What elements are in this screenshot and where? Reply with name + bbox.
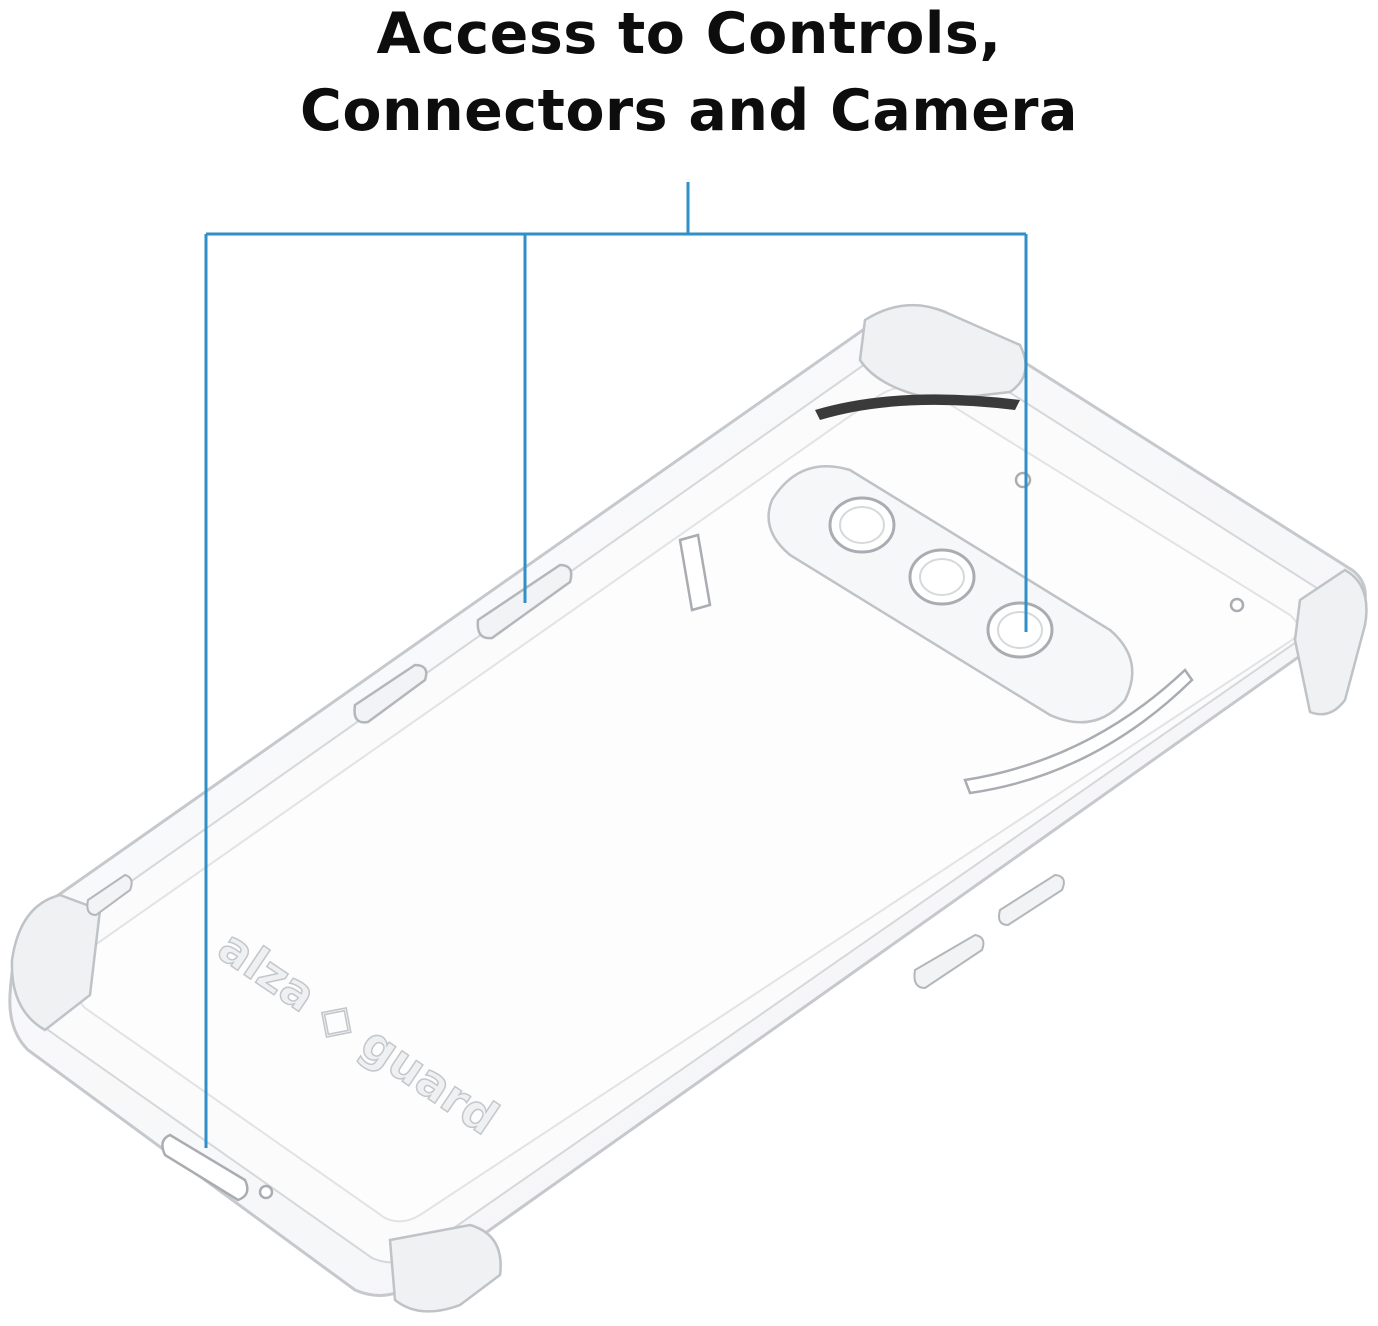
bottom-mic-hole	[258, 1184, 274, 1200]
right-button-cover-1	[998, 873, 1065, 927]
corner-bumper-top	[858, 303, 1027, 402]
callout-lines	[204, 182, 1028, 1148]
top-slot	[815, 394, 1020, 420]
right-button-cover-2	[913, 933, 985, 990]
mic-hole	[1229, 597, 1245, 613]
flash-hole	[1014, 471, 1032, 489]
headline-line-1: Access to Controls,	[376, 1, 1002, 67]
corner-bumper-right	[1293, 568, 1368, 716]
power-button-cover	[353, 663, 428, 724]
side-slot	[678, 533, 712, 612]
corner-bumper-left	[10, 893, 102, 1032]
light-strip-slot	[963, 668, 1194, 795]
headline-line-2: Connectors and Camera	[300, 78, 1078, 144]
corner-bumper-bottom	[388, 1223, 502, 1313]
usb-port-cutout	[161, 1133, 249, 1202]
side-button-small	[86, 873, 133, 917]
